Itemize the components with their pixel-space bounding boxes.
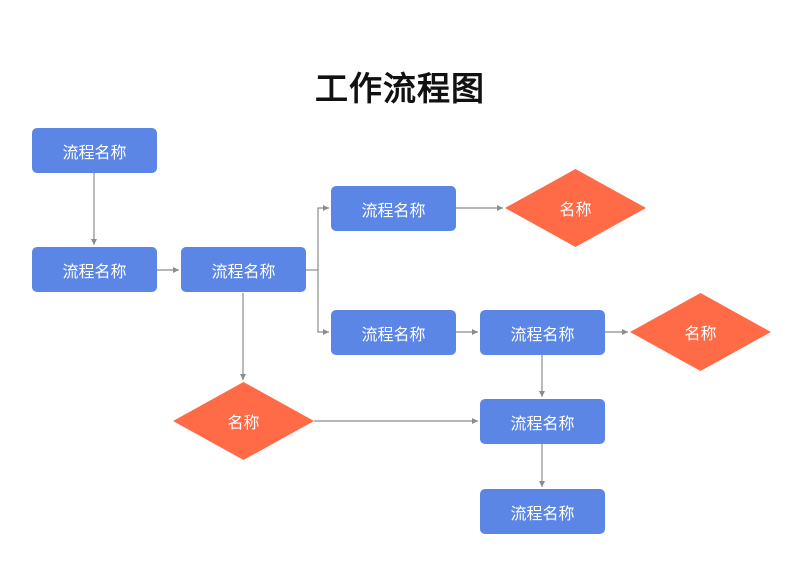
decision-label: 名称 [227, 413, 260, 432]
diagram-title: 工作流程图 [315, 69, 485, 108]
process-node[interactable]: 流程名称 [480, 310, 605, 355]
decision-label: 名称 [559, 200, 592, 219]
decision-label: 名称 [684, 324, 717, 343]
process-node[interactable]: 流程名称 [32, 247, 157, 292]
process-node[interactable]: 流程名称 [331, 186, 456, 231]
diamond-shape [505, 169, 646, 247]
connector-branch-p5 [317, 270, 329, 335]
decision-node[interactable]: 名称 [505, 169, 646, 247]
decision-node[interactable]: 名称 [173, 382, 314, 460]
process-node[interactable]: 流程名称 [32, 128, 157, 173]
decision-node[interactable]: 名称 [630, 293, 771, 371]
connector-branch-p4 [317, 205, 329, 270]
diamond-shape [630, 293, 771, 371]
process-node[interactable]: 流程名称 [480, 489, 605, 534]
process-node[interactable]: 流程名称 [181, 247, 306, 292]
process-node[interactable]: 流程名称 [480, 399, 605, 444]
diamond-shape [173, 382, 314, 460]
process-node[interactable]: 流程名称 [331, 310, 456, 355]
